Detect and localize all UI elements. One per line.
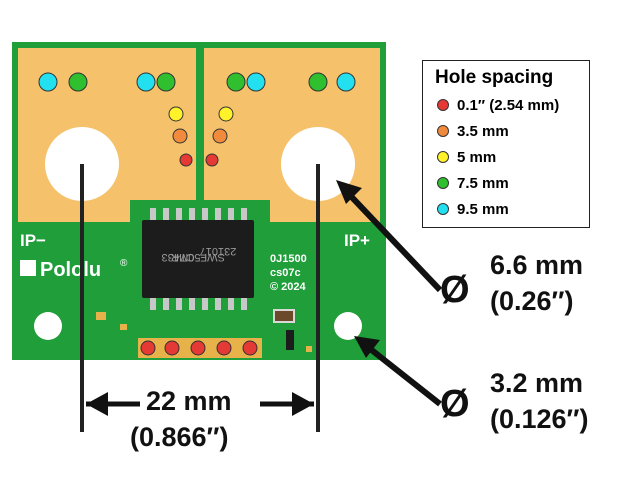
large-hole-size-inch: (0.26″) bbox=[490, 286, 574, 316]
chip-pins-bottom bbox=[150, 296, 247, 310]
code-line-2: cs07c bbox=[270, 267, 301, 279]
smd-part bbox=[286, 330, 294, 350]
legend-dot-yellow bbox=[437, 151, 449, 163]
legend-dot-red bbox=[437, 99, 449, 111]
code-line-3: © 2024 bbox=[270, 281, 307, 293]
dim-arrowhead-left bbox=[86, 392, 108, 416]
leader-small-hole bbox=[362, 341, 442, 407]
legend-item: 0.1″ (2.54 mm) bbox=[437, 95, 559, 115]
spacing-holes bbox=[38, 72, 356, 167]
small-hole-right bbox=[334, 312, 362, 340]
legend-item: 5 mm bbox=[437, 147, 496, 167]
legend-label: 0.1″ (2.54 mm) bbox=[457, 96, 560, 114]
capacitor bbox=[273, 309, 295, 323]
legend-item: 9.5 mm bbox=[437, 199, 509, 219]
leader-large-hole bbox=[342, 187, 443, 293]
spacing-inch: (0.866″) bbox=[130, 422, 229, 452]
chip-body bbox=[142, 220, 254, 298]
leader-large-hole-head bbox=[336, 180, 362, 204]
legend-item: 7.5 mm bbox=[437, 173, 509, 193]
small-component-3 bbox=[306, 346, 312, 352]
pololu-registered: ® bbox=[120, 258, 128, 269]
label-ip-plus: IP+ bbox=[344, 231, 370, 250]
legend-dot-green bbox=[437, 177, 449, 189]
legend-label: 9.5 mm bbox=[457, 200, 509, 218]
legend-label: 3.5 mm bbox=[457, 122, 509, 140]
legend-label: 7.5 mm bbox=[457, 174, 509, 192]
chip-text-2: SWF50MR bbox=[171, 251, 225, 263]
small-component-2 bbox=[120, 324, 127, 330]
small-component-1 bbox=[96, 312, 106, 320]
small-hole-left bbox=[34, 312, 62, 340]
diameter-symbol-large: Ø bbox=[440, 269, 470, 311]
hole-spacing-legend: Hole spacing 0.1″ (2.54 mm) 3.5 mm 5 mm … bbox=[422, 60, 590, 228]
legend-dot-orange bbox=[437, 125, 449, 137]
legend-title: Hole spacing bbox=[435, 67, 554, 88]
spacing-mm: 22 mm bbox=[146, 386, 232, 416]
chip-pins-top bbox=[150, 208, 247, 222]
pololu-logo-mark bbox=[20, 260, 36, 276]
legend-label: 5 mm bbox=[457, 148, 497, 166]
dim-arrowhead-right bbox=[292, 392, 314, 416]
header-pins bbox=[138, 338, 262, 358]
diameter-symbol-small: Ø bbox=[440, 383, 470, 425]
large-hole-size: 6.6 mm bbox=[490, 250, 584, 280]
label-ip-minus: IP− bbox=[20, 231, 46, 250]
pololu-logo-text: Pololu bbox=[40, 259, 101, 281]
chip-text-1: CT433 bbox=[161, 251, 194, 263]
small-hole-size: 3.2 mm bbox=[490, 368, 584, 398]
legend-item: 3.5 mm bbox=[437, 121, 509, 141]
chip-text-3: 231017 bbox=[200, 245, 237, 257]
small-hole-size-inch: (0.126″) bbox=[490, 404, 589, 434]
legend-dot-cyan bbox=[437, 203, 449, 215]
code-line-1: 0J1500 bbox=[270, 253, 307, 265]
leader-small-hole-head bbox=[354, 336, 380, 358]
